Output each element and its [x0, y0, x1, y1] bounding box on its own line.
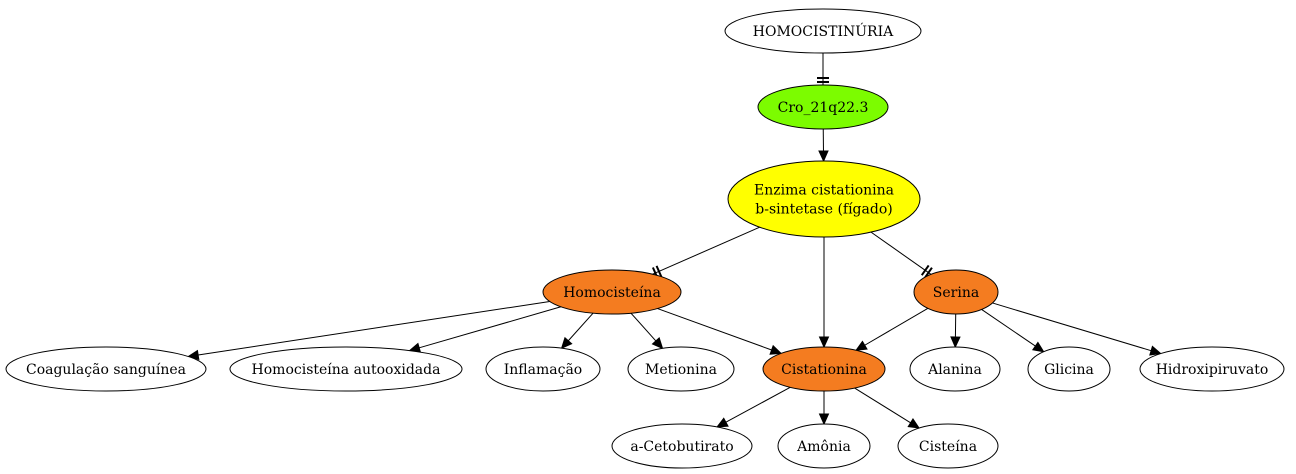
- edge-enzima-to-serina: [870, 231, 933, 279]
- node-cro21q223: Cro_21q22.3: [757, 84, 889, 130]
- edge-cistationina-to-amonia: [818, 391, 830, 426]
- edge-line: [725, 386, 791, 423]
- node-shape: [777, 423, 871, 469]
- edge-line: [652, 226, 760, 275]
- node-autooxidada: Homocisteína autooxidada: [229, 346, 463, 392]
- edge-cistationina-to-cetobutirato: [716, 386, 791, 428]
- edge-serina-to-cistationina: [855, 307, 929, 351]
- arrowhead: [818, 150, 829, 163]
- edge-homocisteina-to-inflamacao: [560, 312, 594, 350]
- edge-enzima-to-cistationina: [818, 237, 830, 349]
- edge-cistationina-to-cisteina: [854, 387, 921, 429]
- edge-line: [630, 312, 657, 342]
- node-label: Homocisteína: [563, 285, 661, 301]
- node-label: Amônia: [796, 439, 851, 455]
- edge-line: [864, 307, 929, 346]
- arrowhead: [1149, 345, 1162, 356]
- arrowhead: [907, 418, 921, 429]
- node-shape: [1139, 346, 1285, 392]
- edge-line: [567, 312, 594, 342]
- edge-homocisteina-to-cistationina: [657, 308, 783, 355]
- node-label: Cro_21q22.3: [778, 100, 869, 116]
- node-cisteina: Cisteína: [897, 423, 999, 469]
- node-shape: [611, 423, 753, 469]
- node-shape: [724, 8, 922, 54]
- edge-homocisteina-to-metionina: [630, 312, 664, 350]
- node-label: Metionina: [645, 362, 717, 378]
- arrowhead: [950, 336, 961, 349]
- arrowhead: [818, 336, 830, 349]
- node-homocistinuria: HOMOCISTINÚRIA: [724, 8, 922, 54]
- node-shape: [229, 346, 463, 392]
- edge-homocisteina-to-autooxidada: [408, 306, 562, 353]
- edge-line: [198, 300, 550, 356]
- arrowhead: [818, 413, 830, 426]
- edge-line: [419, 306, 562, 349]
- tee-mark: [655, 265, 663, 278]
- node-shape: [5, 346, 207, 392]
- edge-serina-to-alanina: [950, 313, 961, 349]
- node-homocisteina: Homocisteína: [542, 269, 682, 315]
- node-metionina: Metionina: [627, 346, 735, 392]
- edge-line: [870, 231, 932, 275]
- node-shape: [627, 346, 735, 392]
- node-label: Homocisteína autooxidada: [252, 362, 441, 378]
- arrowhead: [1031, 341, 1045, 353]
- node-label: a-Cetobutirato: [630, 439, 733, 455]
- node-amonia: Amônia: [777, 423, 871, 469]
- arrowhead: [716, 417, 729, 428]
- edge-homocistinuria-to-cro21q223: [817, 53, 829, 85]
- node-shape: [913, 269, 999, 315]
- node-hidroxipiruvato: Hidroxipiruvato: [1139, 346, 1285, 392]
- node-shape: [762, 346, 886, 392]
- node-label: Cisteína: [919, 439, 977, 455]
- edge-serina-to-glicina: [981, 309, 1045, 353]
- node-label: Hidroxipiruvato: [1156, 362, 1269, 378]
- node-glicina: Glicina: [1027, 346, 1111, 392]
- node-shape: [1027, 346, 1111, 392]
- edge-line: [854, 387, 911, 424]
- node-shape: [909, 346, 1001, 392]
- node-label: Alanina: [927, 362, 982, 378]
- node-enzima: Enzima cistationina b-sintetase (fígado): [727, 160, 921, 238]
- node-shape: [542, 269, 682, 315]
- arrowhead: [651, 337, 664, 350]
- tee-mark: [924, 267, 933, 279]
- arrowhead: [769, 344, 783, 355]
- node-cistationina: Cistationina: [762, 346, 886, 392]
- arrowhead: [855, 340, 868, 351]
- node-coagulacao: Coagulação sanguínea: [5, 346, 207, 392]
- node-alanina: Alanina: [909, 346, 1001, 392]
- edge-line: [981, 309, 1036, 347]
- node-label: Enzima cistationina: [754, 183, 894, 199]
- edge-cro21q223-to-enzima: [818, 128, 829, 163]
- edge-enzima-to-homocisteina: [651, 226, 760, 279]
- node-shape: [727, 160, 921, 238]
- node-cetobutirato: a-Cetobutirato: [611, 423, 753, 469]
- node-label: Serina: [933, 285, 979, 301]
- node-serina: Serina: [913, 269, 999, 315]
- node-label: Glicina: [1044, 362, 1094, 378]
- edge-serina-to-hidroxipiruvato: [992, 302, 1162, 356]
- node-shape: [757, 84, 889, 130]
- node-label: Coagulação sanguínea: [26, 362, 186, 378]
- node-label: Inflamação: [504, 362, 582, 378]
- edge-line: [657, 308, 772, 351]
- node-label: Cistationina: [781, 362, 867, 378]
- node-shape: [897, 423, 999, 469]
- node-inflamacao: Inflamação: [485, 346, 601, 392]
- edge-line: [992, 302, 1152, 352]
- node-label: HOMOCISTINÚRIA: [753, 22, 894, 40]
- edges-layer: [187, 53, 1162, 429]
- node-label: b-sintetase (fígado): [755, 202, 892, 218]
- arrowhead: [560, 336, 573, 350]
- node-shape: [485, 346, 601, 392]
- tee-mark: [920, 264, 930, 276]
